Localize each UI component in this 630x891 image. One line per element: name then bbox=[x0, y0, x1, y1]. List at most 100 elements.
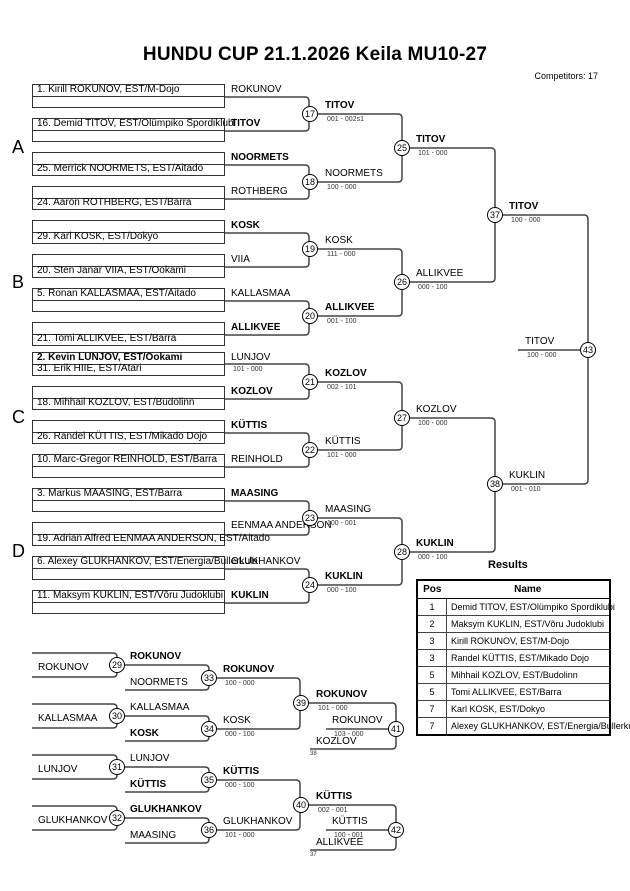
bronze-score: 100 - 001 bbox=[334, 832, 364, 839]
match-number-badge[interactable]: 38 bbox=[487, 476, 503, 492]
bronze-opponent-ref: 38 bbox=[310, 751, 317, 757]
match-number-badge[interactable]: 28 bbox=[394, 544, 410, 560]
bracket-line bbox=[125, 817, 210, 826]
match-number-badge[interactable]: 35 bbox=[201, 772, 217, 788]
match-number-badge[interactable]: 34 bbox=[201, 721, 217, 737]
round3-score: 000 - 100 bbox=[418, 554, 448, 561]
match-number-badge[interactable]: 32 bbox=[109, 810, 125, 826]
results-pos: 3 bbox=[416, 632, 447, 650]
results-pos: 5 bbox=[416, 683, 447, 701]
round3-score: 000 - 100 bbox=[418, 284, 448, 291]
match-number-badge[interactable]: 18 bbox=[302, 174, 318, 190]
match-number-badge[interactable]: 17 bbox=[302, 106, 318, 122]
match-number-badge[interactable]: 22 bbox=[302, 442, 318, 458]
entry-row-top: 1. Kirill ROKUNOV, EST/M-Dojo bbox=[33, 84, 224, 97]
match-number-badge[interactable]: 27 bbox=[394, 410, 410, 426]
entry-box[interactable]: 29. Karl KOSK, EST/Dokyo bbox=[32, 220, 225, 244]
match-number-badge[interactable]: 25 bbox=[394, 140, 410, 156]
bracket-line bbox=[410, 147, 496, 283]
bronze-opponent-name: KOZLOV bbox=[316, 736, 357, 747]
round1-name: NOORMETS bbox=[231, 152, 289, 163]
pool-label: B bbox=[12, 272, 25, 292]
entry-box[interactable]: 18. Mihhail KOZLOV, EST/Budolinn bbox=[32, 386, 225, 410]
match-number-badge[interactable]: 36 bbox=[201, 822, 217, 838]
entry-row-top bbox=[33, 153, 224, 165]
match-number-badge[interactable]: 33 bbox=[201, 670, 217, 686]
bracket-line bbox=[125, 766, 210, 776]
entry-row-top: 2. Kevin LUNJOV, EST/Ookami bbox=[33, 352, 224, 365]
round2-score: 111 - 000 bbox=[327, 251, 356, 258]
round1-name: ALLIKVEE bbox=[231, 322, 281, 333]
entry-box[interactable]: 5. Ronan KALLASMAA, EST/Aitado bbox=[32, 288, 225, 312]
entry-row-bottom bbox=[33, 500, 224, 511]
match-number-badge[interactable]: 39 bbox=[293, 695, 309, 711]
entry-row-bottom bbox=[33, 568, 224, 579]
results-name: Tomi ALLIKVEE, EST/Barra bbox=[446, 683, 611, 701]
bracket-line bbox=[125, 682, 210, 691]
round3-name: KUKLIN bbox=[416, 538, 454, 549]
round1-name: ROTHBERG bbox=[231, 186, 288, 197]
match-number-badge[interactable]: 29 bbox=[109, 657, 125, 673]
repechage-bottom-name: KÜTTIS bbox=[130, 779, 167, 790]
bronze-winner-name: KÜTTIS bbox=[332, 816, 368, 827]
entry-box[interactable]: 1. Kirill ROKUNOV, EST/M-Dojo bbox=[32, 84, 225, 108]
pool-label: C bbox=[12, 407, 25, 427]
competitor-label: 16. Demid TITOV, EST/Olümpiko Spordiklub… bbox=[37, 118, 236, 129]
match-number-badge[interactable]: 30 bbox=[109, 708, 125, 724]
entry-row-bottom bbox=[33, 466, 224, 477]
entry-box[interactable]: 3. Markus MAASING, EST/Barra bbox=[32, 488, 225, 512]
match-number-badge[interactable]: 42 bbox=[388, 822, 404, 838]
match-number-badge[interactable]: 20 bbox=[302, 308, 318, 324]
match-number-badge[interactable]: 40 bbox=[293, 797, 309, 813]
entry-box[interactable]: 10. Marc-Gregor REINHOLD, EST/Barra bbox=[32, 454, 225, 478]
match-number-badge[interactable]: 41 bbox=[388, 721, 404, 737]
match-number-badge[interactable]: 21 bbox=[302, 374, 318, 390]
entry-box[interactable]: 16. Demid TITOV, EST/Olümpiko Spordiklub… bbox=[32, 118, 236, 142]
match-number-badge[interactable]: 37 bbox=[487, 207, 503, 223]
match-number-badge[interactable]: 24 bbox=[302, 577, 318, 593]
entry-box[interactable]: 11. Maksym KUKLIN, EST/Võru Judoklubi bbox=[32, 590, 225, 614]
entry-row-bottom: 18. Mihhail KOZLOV, EST/Budolinn bbox=[33, 397, 224, 409]
bracket-line bbox=[308, 702, 397, 721]
entry-row-bottom: 21. Tomi ALLIKVEE, EST/Barra bbox=[33, 333, 224, 345]
round2-score: 100 - 001 bbox=[327, 520, 357, 527]
round2-name: ALLIKVEE bbox=[325, 302, 375, 313]
competitor-label: 5. Ronan KALLASMAA, EST/Aitado bbox=[37, 288, 196, 299]
round1-name: EENMAA ANDERSON bbox=[231, 520, 332, 531]
competitor-label: 29. Karl KOSK, EST/Dokyo bbox=[37, 231, 159, 242]
match-number-badge[interactable]: 31 bbox=[109, 759, 125, 775]
round1-name: KOSK bbox=[231, 220, 260, 231]
entry-row-top: 5. Ronan KALLASMAA, EST/Aitado bbox=[33, 288, 224, 301]
entry-box[interactable]: 24. Aaron ROTHBERG, EST/Barra bbox=[32, 186, 225, 210]
entry-box[interactable]: 20. Sten Janar VIIA, EST/Ookami bbox=[32, 254, 225, 278]
match-number-badge[interactable]: 26 bbox=[394, 274, 410, 290]
match-number-badge[interactable]: 23 bbox=[302, 510, 318, 526]
round2-score: 100 - 000 bbox=[327, 184, 357, 191]
round2-name: KOSK bbox=[325, 235, 353, 246]
entry-row-bottom bbox=[33, 130, 224, 141]
match-number-badge[interactable]: 43 bbox=[580, 342, 596, 358]
match-number-badge[interactable]: 19 bbox=[302, 241, 318, 257]
results-pos: 2 bbox=[416, 615, 447, 633]
results-name: Mihhail KOZLOV, EST/Budolinn bbox=[446, 666, 611, 684]
entry-box[interactable]: 25. Merrick NOORMETS, EST/Aitado bbox=[32, 152, 225, 176]
bracket-line bbox=[410, 417, 496, 553]
results-title: Results bbox=[488, 559, 528, 571]
results-name: Randel KÜTTIS, EST/Mikado Dojo bbox=[446, 649, 611, 667]
entry-row-top: 3. Markus MAASING, EST/Barra bbox=[33, 488, 224, 501]
results-name: Maksym KUKLIN, EST/Võru Judoklubi bbox=[446, 615, 611, 633]
round1-score: 101 - 000 bbox=[233, 366, 263, 373]
entry-box[interactable]: 21. Tomi ALLIKVEE, EST/Barra bbox=[32, 322, 225, 346]
bracket-line bbox=[125, 834, 210, 844]
entry-box[interactable]: 19. Adrian Alfred EENMAA ANDERSON, EST/A… bbox=[32, 522, 270, 546]
round3-name: ALLIKVEE bbox=[416, 268, 464, 279]
entry-box[interactable]: 26. Randel KÜTTIS, EST/Mikado Dojo bbox=[32, 420, 225, 444]
entry-box[interactable]: 6. Alexey GLUKHANKOV, EST/Energia/Buller… bbox=[32, 556, 258, 580]
round3-name: KOZLOV bbox=[416, 404, 457, 415]
repechage-r3-score: 002 - 001 bbox=[318, 807, 348, 814]
bracket-line bbox=[308, 804, 397, 822]
competitor-label: 31. Erik HIIE, EST/Atari bbox=[37, 363, 142, 374]
